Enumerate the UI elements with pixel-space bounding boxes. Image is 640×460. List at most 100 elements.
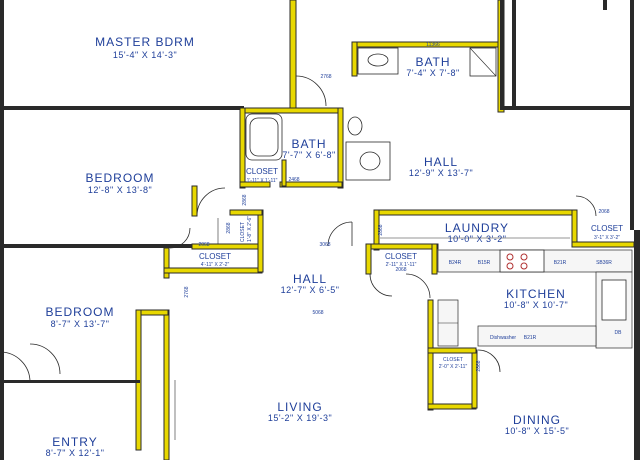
room-name-closet-kitchen: CLOSET bbox=[443, 357, 463, 363]
wall bbox=[239, 107, 246, 189]
room-dims-dining: 10'-8" X 15'-5" bbox=[505, 426, 569, 436]
door-swing bbox=[29, 343, 61, 375]
wall bbox=[163, 309, 170, 460]
door-swing bbox=[327, 221, 353, 247]
toilet bbox=[347, 116, 363, 136]
burner bbox=[506, 253, 514, 261]
burner bbox=[520, 253, 528, 261]
wall bbox=[279, 181, 343, 188]
wall bbox=[427, 299, 434, 411]
wall bbox=[0, 244, 194, 248]
room-labels: MASTER BDRM 15'-4" X 14'-3" BATH 7'-4" X… bbox=[45, 35, 623, 458]
room-dims-hall-right: 12'-9" X 13'-7" bbox=[409, 168, 473, 178]
wall bbox=[229, 209, 263, 216]
room-dims-kitchen: 10'-8" X 10'-7" bbox=[504, 300, 568, 310]
wall bbox=[191, 185, 198, 217]
room-dims-closet-right: 3'-1" X 3'-2" bbox=[594, 235, 620, 241]
opening-code: 11366 bbox=[426, 42, 440, 48]
room-dims-bedroom-upper: 12'-8" X 13'-8" bbox=[88, 185, 152, 195]
wall bbox=[571, 241, 635, 248]
room-dims-closet-vertical: 1'-8" X 2'-6" bbox=[247, 216, 253, 242]
wall bbox=[281, 159, 287, 187]
stove bbox=[499, 249, 545, 273]
cabinet-code: SB36R bbox=[596, 260, 612, 266]
room-dims-closet-kitchen: 2'-0" X 2'-11" bbox=[439, 364, 468, 370]
opening-codes: 11366 2768 2468 2868 2868 2068 3068 2868… bbox=[184, 42, 610, 372]
room-name-closet-laundry: CLOSET bbox=[385, 252, 417, 261]
door-swing bbox=[477, 349, 501, 373]
wall bbox=[471, 349, 478, 409]
sink bbox=[367, 53, 389, 67]
outer-wall bbox=[634, 230, 640, 460]
wall bbox=[373, 209, 575, 216]
outer-wall bbox=[0, 108, 4, 460]
wall bbox=[163, 247, 170, 279]
opening-code: 2868 bbox=[242, 194, 248, 205]
opening-code: 2068 bbox=[395, 267, 406, 273]
room-dims-hall-center: 12'-7" X 6'-5" bbox=[281, 285, 340, 295]
burner bbox=[506, 262, 514, 270]
room-name-bedroom-upper: BEDROOM bbox=[85, 171, 154, 185]
door-swing bbox=[295, 75, 327, 107]
wall bbox=[365, 243, 439, 250]
burner bbox=[520, 262, 528, 270]
wall bbox=[571, 209, 578, 247]
room-dims-closet-hall: 4'-11" X 2'-2" bbox=[201, 262, 230, 268]
room-name-closet-vertical: CLOSET bbox=[240, 222, 246, 242]
wall bbox=[0, 380, 140, 383]
island bbox=[477, 325, 597, 347]
outer-wall bbox=[0, 106, 244, 110]
room-name-entry: ENTRY bbox=[52, 435, 97, 449]
sink bbox=[359, 151, 381, 171]
wall bbox=[337, 107, 344, 189]
room-name-hall-center: HALL bbox=[293, 272, 327, 286]
wall bbox=[427, 403, 477, 410]
opening-code: 2868 bbox=[226, 222, 232, 233]
room-name-master: MASTER BDRM bbox=[95, 35, 195, 49]
wall bbox=[365, 243, 372, 275]
room-name-dining: DINING bbox=[513, 413, 561, 427]
room-dims-bedroom-lower: 8'-7" X 13'-7" bbox=[51, 319, 110, 329]
opening-code: 3068 bbox=[319, 242, 330, 248]
room-dims-master: 15'-4" X 14'-3" bbox=[113, 50, 177, 60]
doors bbox=[0, 75, 597, 440]
wall bbox=[289, 0, 297, 109]
door-swing bbox=[369, 273, 393, 297]
wall bbox=[427, 347, 477, 354]
outer-wall bbox=[500, 0, 504, 110]
room-name-bath-mid: BATH bbox=[291, 137, 326, 151]
cabinet-code: B15R bbox=[478, 260, 491, 266]
room-dims-closet-bath: 1'-11" X 1'-11" bbox=[247, 178, 278, 184]
opening-code: 2068 bbox=[598, 209, 609, 215]
room-dims-closet-laundry: 2'-11" X 1'-11" bbox=[386, 262, 417, 268]
opening-code: 5068 bbox=[312, 310, 323, 316]
room-name-laundry: LAUNDRY bbox=[445, 221, 509, 235]
room-name-bedroom-lower: BEDROOM bbox=[45, 305, 114, 319]
wall bbox=[239, 107, 341, 114]
room-name-kitchen: KITCHEN bbox=[506, 287, 566, 301]
room-dims-entry: 8'-7" X 12'-1" bbox=[46, 448, 105, 458]
outer-wall bbox=[500, 106, 634, 110]
opening-code: 2468 bbox=[288, 177, 299, 183]
room-dims-living: 15'-2" X 19'-3" bbox=[268, 413, 332, 423]
door-swing bbox=[0, 351, 31, 383]
wall bbox=[257, 209, 264, 273]
wall bbox=[431, 243, 438, 275]
sink bbox=[601, 279, 627, 321]
door-swing bbox=[196, 187, 226, 217]
opening-code: 2868 bbox=[476, 360, 482, 371]
door-swing bbox=[405, 273, 431, 299]
cabinet-codes: B24R B15R B21R B21R SB36R DB Dishwasher bbox=[449, 260, 622, 341]
outer-wall bbox=[630, 0, 634, 230]
wall bbox=[351, 41, 358, 77]
cabinet-code: DB bbox=[615, 330, 623, 336]
wall bbox=[373, 209, 380, 251]
room-name-closet-bath: CLOSET bbox=[246, 167, 278, 176]
room-dims-bath-mid: 7'-7" X 6'-8" bbox=[282, 150, 335, 160]
opening-code: 2068 bbox=[198, 242, 209, 248]
opening-code: 2768 bbox=[320, 74, 331, 80]
outer-wall bbox=[603, 0, 607, 10]
room-name-closet-right: CLOSET bbox=[591, 224, 623, 233]
door-swing bbox=[169, 227, 191, 249]
